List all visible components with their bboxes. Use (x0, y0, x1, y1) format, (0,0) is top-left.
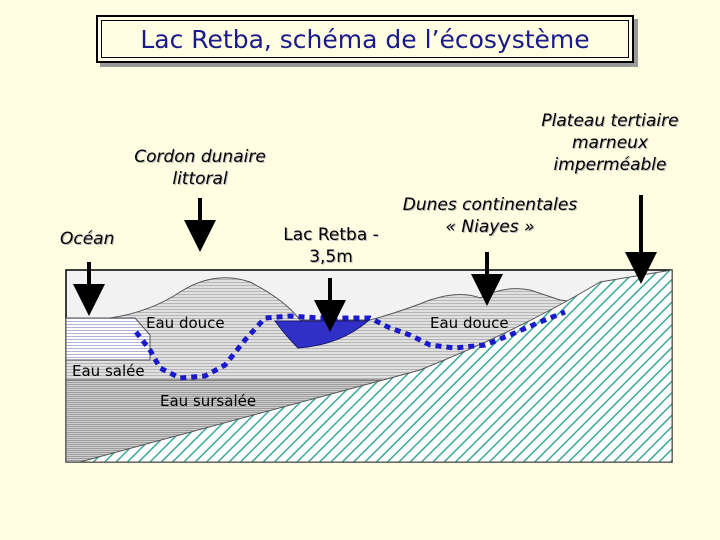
label-eau-douce-left: Eau douce (146, 314, 225, 332)
label-plateau: Plateau tertiaire marneux imperméable (520, 110, 700, 176)
title-box: Lac Retba, schéma de l’écosystème (96, 15, 634, 63)
label-eau-sursalee: Eau sursalée (160, 392, 257, 410)
label-cordon-dunaire: Cordon dunaire littoral (120, 146, 280, 190)
label-eau-douce-right: Eau douce (430, 314, 509, 332)
label-dunes-line2: « Niayes » (445, 217, 535, 237)
label-lac-line2: 3,5m (309, 247, 353, 267)
label-ocean: Océan (60, 229, 115, 249)
label-lac-line1: Lac Retba - (283, 225, 379, 245)
label-dunes-line1: Dunes continentales (402, 195, 578, 215)
label-cordon-line1: Cordon dunaire (134, 147, 266, 167)
ocean-water (65, 317, 151, 361)
label-plateau-line1: Plateau tertiaire (541, 111, 679, 131)
label-dunes-continentales: Dunes continentales « Niayes » (390, 194, 590, 238)
label-plateau-line2: marneux (571, 133, 649, 153)
label-lac-retba: Lac Retba - 3,5m (266, 224, 396, 268)
diagram-title: Lac Retba, schéma de l’écosystème (140, 25, 590, 54)
label-eau-salee: Eau salée (72, 362, 145, 380)
label-plateau-line3: imperméable (553, 155, 667, 175)
label-cordon-line2: littoral (172, 169, 228, 189)
tertiary-plateau (79, 269, 673, 463)
